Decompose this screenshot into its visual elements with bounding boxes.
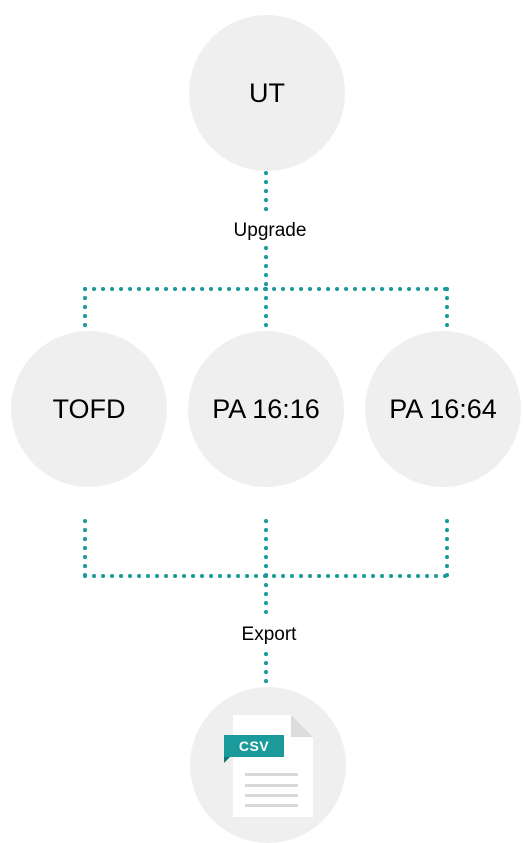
export-label: Export [226, 624, 312, 646]
document-icon [224, 715, 313, 817]
node-pa-16-64: PA 16:64 [365, 331, 521, 487]
upgrade-label: Upgrade [221, 220, 319, 242]
node-pa-16-64-label: PA 16:64 [389, 393, 497, 424]
node-ut: UT [189, 15, 345, 171]
node-pa-16-16-label: PA 16:16 [212, 393, 320, 424]
node-ut-label: UT [249, 77, 285, 108]
node-pa-16-16: PA 16:16 [188, 331, 344, 487]
node-tofd: TOFD [11, 331, 167, 487]
node-tofd-label: TOFD [52, 393, 126, 424]
csv-badge-label: CSV [238, 738, 270, 754]
